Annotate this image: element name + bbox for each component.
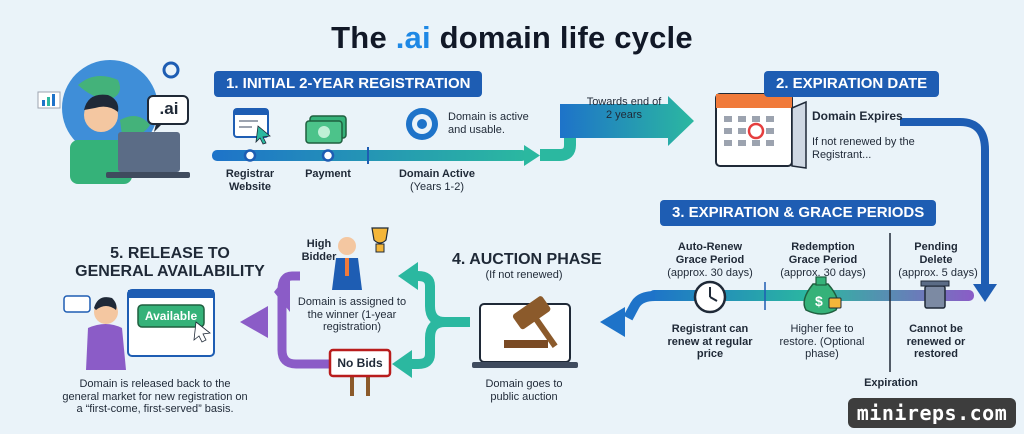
stage2-banner: 2. EXPIRATION DATE [764,71,940,97]
stage3-banner: 3. EXPIRATION & GRACE PERIODS [660,200,937,226]
expiration-marker-label: Expiration [864,377,918,389]
step-registrar-website: Registrar Website [225,168,275,193]
ai-badge-label: .ai [159,99,179,118]
domain-active-note: Domain is active and usable. [448,111,529,136]
release-heading: 5. RELEASE TO GENERAL AVAILABILITY [75,245,265,281]
available-badge: Available [144,309,198,323]
trash-icon [920,280,950,309]
no-bids-label: No Bids [337,356,383,370]
title-accent: .ai [395,20,431,55]
registrant-illustration [37,60,190,184]
title-suffix: domain life cycle [430,20,693,55]
clock-icon [693,280,727,314]
payment-icon [305,115,347,144]
step-domain-active: Domain Active [398,168,475,180]
high-bidder-illustration [332,227,389,290]
step-payment: Payment [305,168,351,180]
assigned-note: Domain is assigned to the winner (1-year… [297,296,407,334]
redemption-name: Redemption Grace Period [788,241,858,266]
redemption-note: Higher fee to restore. (Optional phase) [779,323,865,361]
pending-delete-name: Pending Delete [914,241,958,266]
calendar-icon [715,93,807,169]
high-bidder-label: High Bidder [301,238,337,263]
active-years-label: (Years 1-2) [409,181,464,193]
stage1-banner: 1. INITIAL 2-YEAR REGISTRATION [214,71,483,97]
svg-text:$: $ [815,293,823,309]
auction-gavel-icon [472,296,578,368]
registrar-website-icon [233,108,271,145]
release-note: Domain is released back to the general m… [62,378,248,416]
auto-renew-name: Auto-Renew Grace Period [675,241,745,266]
timeline-node [321,149,335,162]
auction-note: Domain goes to public auction [485,378,563,403]
pending-delete-note: Cannot be renewed or restored [906,323,966,361]
watermark: minireps.com [848,398,1016,428]
transition-label: Towards end of 2 years [586,96,662,121]
gear-icon [406,108,438,140]
transition-arrow [540,96,694,161]
auction-subheading: (If not renewed) [485,269,563,281]
pending-delete-duration: (approx. 5 days) [898,267,978,279]
auto-renew-note: Registrant can renew at regular price [667,323,753,361]
no-bids-sign [328,348,392,396]
auto-renew-duration: (approx. 30 days) [667,267,753,279]
domain-expires-heading: Domain Expires [812,109,903,123]
auction-branches [240,262,470,378]
money-bag-lock-icon: $ [803,276,842,315]
timeline-node [243,149,257,162]
auction-heading: 4. AUCTION PHASE [452,251,602,268]
title-prefix: The [331,20,396,55]
expiration-note: If not renewed by the Registrant... [812,136,915,161]
page-title: The .ai domain life cycle [0,20,1024,56]
registration-timeline [212,145,540,166]
release-illustration [63,289,215,370]
redemption-duration: (approx. 30 days) [780,267,866,279]
expiration-connector [900,118,997,302]
